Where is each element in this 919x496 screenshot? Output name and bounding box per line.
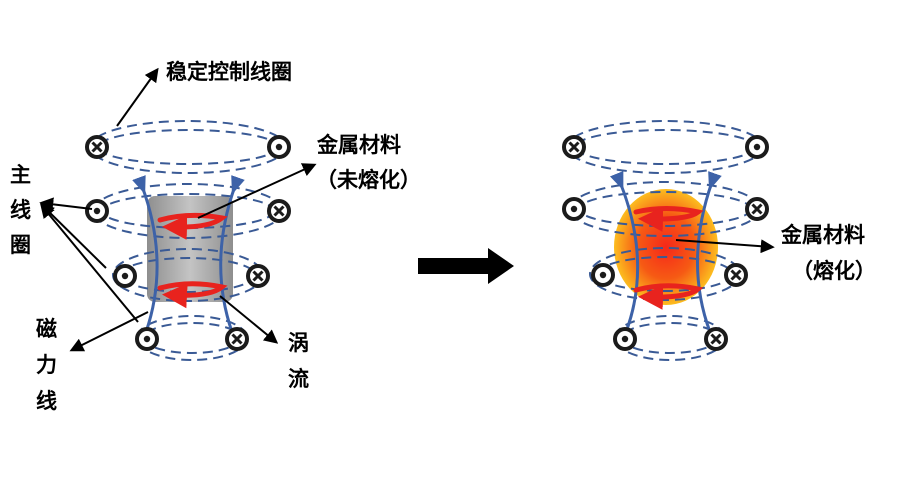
eddy-current-upper <box>157 212 228 240</box>
coil-dot-icon <box>591 263 615 287</box>
annotation-arrows <box>39 67 775 352</box>
label-metal-melted: 金属材料 <box>780 222 865 247</box>
coil-dot-icon <box>85 199 109 223</box>
label-metal-unmelted-state: （未熔化） <box>316 167 421 192</box>
left-assembly <box>89 120 287 361</box>
coil-cross-icon <box>85 135 109 159</box>
stabilizing-coil-ring-right <box>566 120 764 174</box>
coil-dot-icon <box>613 327 637 351</box>
coil-cross-icon <box>246 264 270 288</box>
flux-line-left-a <box>132 175 159 333</box>
label-stabilizing-coil: 稳定控制线圈 <box>166 59 292 84</box>
coil-dot-icon <box>113 264 137 288</box>
flux-line-right-a <box>609 170 640 333</box>
main-coil-pointer-1 <box>39 197 93 212</box>
label-eddy-2: 流 <box>288 366 309 391</box>
metal-unmelted-pointer <box>197 163 317 219</box>
coil-cross-icon <box>724 263 748 287</box>
coil-dot-icon <box>562 197 586 221</box>
flux-lines-pointer <box>69 311 149 352</box>
label-flux-3: 线 <box>36 388 57 413</box>
label-eddy-1: 涡 <box>288 330 309 355</box>
stabilizing-coil-ring <box>89 120 287 174</box>
stabilizing-coil-ring-inner <box>97 129 279 165</box>
eddy-current-pointer <box>219 295 279 344</box>
flux-lines-right <box>609 170 722 333</box>
coil-dot-icon <box>135 327 159 351</box>
right-assembly <box>566 120 764 361</box>
label-main-coil-2: 线 <box>10 197 31 222</box>
eddy-current-lower <box>157 281 228 309</box>
coil-dot-icon <box>745 135 769 159</box>
eddy-current-lower-right <box>633 283 704 310</box>
eddy-current-upper-right <box>633 206 704 232</box>
eddy-currents-right <box>633 206 704 310</box>
eddy-currents-left <box>157 212 228 309</box>
main-coil-pointer-3 <box>40 203 139 323</box>
label-metal-unmelted: 金属材料 <box>316 132 401 157</box>
label-metal-melted-state: （熔化） <box>792 258 876 283</box>
coil-cross-icon <box>562 135 586 159</box>
label-main-coil-1: 主 <box>10 162 31 187</box>
metal-melted-pointer <box>675 239 775 254</box>
label-flux-1: 磁 <box>36 316 57 341</box>
label-main-coil-3: 圈 <box>10 232 31 257</box>
coil-cross-icon <box>267 199 291 223</box>
coil-markers <box>85 135 769 351</box>
right-arrow <box>418 248 514 284</box>
coil-dot-icon <box>267 135 291 159</box>
stabilizing-coil-pointer <box>116 67 159 127</box>
coil-cross-icon <box>225 327 249 351</box>
coil-cross-icon <box>704 327 728 351</box>
stabilizing-coil-ring-right-inner <box>574 129 756 165</box>
flux-line-right-b <box>696 171 722 333</box>
coil-cross-icon <box>745 197 769 221</box>
label-flux-2: 力 <box>36 352 57 377</box>
